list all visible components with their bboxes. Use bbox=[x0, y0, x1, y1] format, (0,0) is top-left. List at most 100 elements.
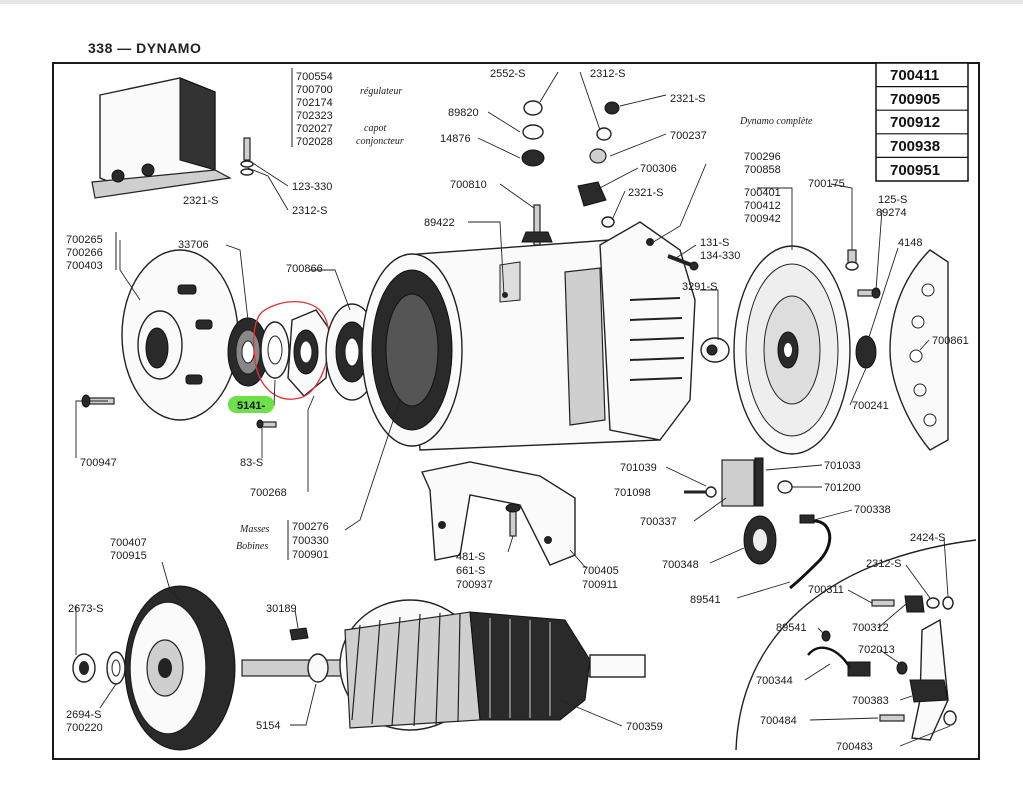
ref-700554: 700554 bbox=[296, 71, 333, 83]
screw-700175-part bbox=[845, 249, 859, 271]
diagram-frame bbox=[52, 62, 980, 760]
label-89422: 89422 bbox=[424, 217, 455, 229]
rear-end-plate-part bbox=[121, 249, 239, 421]
label-125-s: 125-S bbox=[878, 194, 907, 206]
label-33706: 33706 bbox=[178, 239, 209, 251]
label-700306: 700306 bbox=[640, 163, 677, 175]
top-nut-stack-part bbox=[577, 101, 620, 228]
label-30189: 30189 bbox=[266, 603, 297, 615]
mounting-bracket-part bbox=[421, 461, 576, 566]
terminal-screw-part bbox=[684, 486, 717, 498]
label-700265: 700265 bbox=[66, 234, 103, 246]
ref-702027: 702027 bbox=[296, 123, 333, 135]
label-700915: 700915 bbox=[110, 550, 147, 562]
label-700942: 700942 bbox=[744, 213, 781, 225]
regulator-part bbox=[91, 77, 232, 199]
label-2321-s-mid: 2321-S bbox=[628, 187, 663, 199]
screw-125-part bbox=[857, 287, 881, 299]
label-700947: 700947 bbox=[80, 457, 117, 469]
label-134-330: 134-330 bbox=[700, 250, 740, 262]
label-700858: 700858 bbox=[744, 164, 781, 176]
brush-inset-arc bbox=[735, 539, 977, 751]
label-700338: 700338 bbox=[854, 504, 891, 516]
label-700401: 700401 bbox=[744, 187, 781, 199]
label-481-s: 481-S bbox=[456, 551, 485, 563]
label-89820: 89820 bbox=[448, 107, 479, 119]
front-fan-part bbox=[124, 585, 236, 751]
label-131-s: 131-S bbox=[700, 237, 729, 249]
ref-702028: 702028 bbox=[296, 136, 333, 148]
red-circle-annotation bbox=[253, 301, 330, 400]
ref-702174: 702174 bbox=[296, 97, 333, 109]
ref-700951: 700951 bbox=[890, 162, 940, 179]
fan-segment-part bbox=[889, 249, 949, 451]
terminal-block-part bbox=[721, 457, 764, 507]
pulley-nut-part bbox=[855, 335, 877, 369]
caption-conjoncteur: conjoncteur bbox=[356, 136, 404, 147]
top-washer-stack-part bbox=[521, 100, 545, 167]
brush-cable-part bbox=[789, 514, 832, 590]
label-2552-s: 2552-S bbox=[490, 68, 525, 80]
label-123-330: 123-330 bbox=[292, 181, 332, 193]
ref-700411: 700411 bbox=[890, 67, 939, 84]
label-4148: 4148 bbox=[898, 237, 922, 249]
label-661-s: 661-S bbox=[456, 565, 485, 577]
page-header: 338 — DYNAMO bbox=[88, 40, 202, 56]
label-700412: 700412 bbox=[744, 200, 781, 212]
front-end-cap-part bbox=[599, 221, 696, 441]
leader-lines bbox=[75, 71, 951, 747]
label-700241: 700241 bbox=[852, 400, 889, 412]
label-701098: 701098 bbox=[614, 487, 651, 499]
screw-131-part bbox=[667, 254, 699, 271]
pulley-plate-part bbox=[733, 245, 851, 455]
caption-dynamo-complete: Dynamo complète bbox=[739, 116, 813, 127]
inset-brush-assembly-part bbox=[807, 595, 957, 741]
label-700311: 700311 bbox=[808, 584, 844, 596]
label-5154: 5154 bbox=[256, 720, 280, 732]
armature-part bbox=[241, 599, 646, 731]
bracket-bolt-part bbox=[505, 503, 521, 537]
label-2424-s: 2424-S bbox=[910, 532, 945, 544]
label-2312-s-inset: 2312-S bbox=[866, 558, 901, 570]
part-5141 bbox=[260, 321, 290, 379]
ref-702323: 702323 bbox=[296, 110, 333, 122]
ref-700912: 700912 bbox=[890, 114, 940, 131]
label-700383: 700383 bbox=[852, 695, 889, 707]
label-700312: 700312 bbox=[852, 622, 889, 634]
screw-83-part bbox=[256, 419, 277, 429]
key-part bbox=[289, 627, 309, 641]
label-700175: 700175 bbox=[808, 178, 845, 190]
shaft-washer-part bbox=[106, 651, 126, 685]
label-89541-a: 89541 bbox=[690, 594, 721, 606]
label-700337: 700337 bbox=[640, 516, 677, 528]
label-700296: 700296 bbox=[744, 151, 781, 163]
complete-dynamo-refs-box: 700411 700905 700912 700938 700951 bbox=[875, 62, 969, 182]
label-83-s: 83-S bbox=[240, 457, 263, 469]
label-700403: 700403 bbox=[66, 260, 103, 272]
label-89274: 89274 bbox=[876, 207, 907, 219]
label-700220: 700220 bbox=[66, 722, 103, 734]
label-2673-s: 2673-S bbox=[68, 603, 103, 615]
ref-700905: 700905 bbox=[890, 91, 940, 108]
highlight-5141 bbox=[228, 396, 274, 413]
ref-700700: 700700 bbox=[296, 84, 333, 96]
label-89541-b: 89541 bbox=[776, 622, 807, 634]
label-2312-s-regulator: 2312-S bbox=[292, 205, 327, 217]
caption-masses: Masses bbox=[239, 524, 270, 535]
shaft-nut-part bbox=[72, 653, 96, 683]
label-700484: 700484 bbox=[760, 715, 797, 727]
label-700861: 700861 bbox=[932, 335, 969, 347]
viewer-top-strip bbox=[0, 0, 1023, 4]
caption-regulateur: régulateur bbox=[360, 86, 402, 97]
label-700359: 700359 bbox=[626, 721, 663, 733]
label-700276: 700276 bbox=[292, 521, 329, 533]
label-700911: 700911 bbox=[582, 579, 618, 591]
label-700237: 700237 bbox=[670, 130, 707, 142]
brush-holder-part bbox=[743, 515, 777, 565]
label-700937: 700937 bbox=[456, 579, 493, 591]
ref-700938: 700938 bbox=[890, 138, 940, 155]
wing-bolt-part bbox=[521, 204, 553, 246]
label-700483: 700483 bbox=[836, 741, 873, 753]
